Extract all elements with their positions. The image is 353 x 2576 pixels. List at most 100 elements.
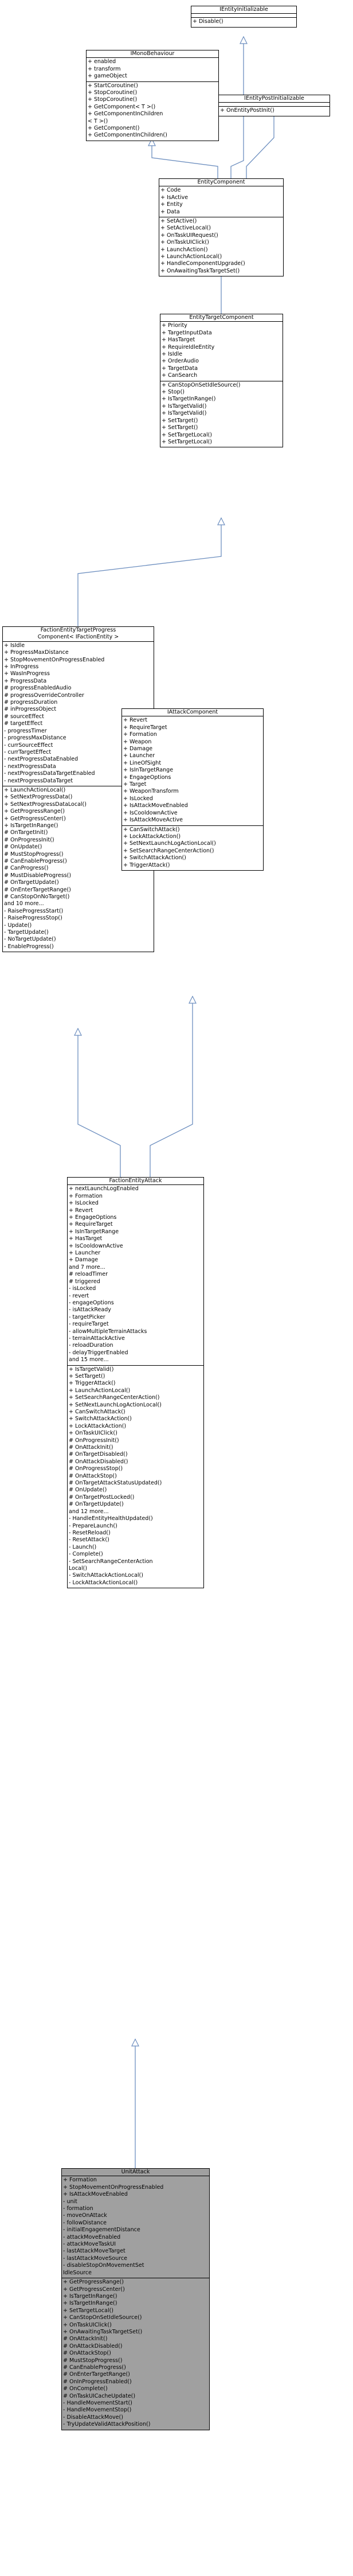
operation-startcoroutine: + StartCoroutine() [88,82,138,89]
attribute-wasinprogress: + WasInProgress [4,671,50,677]
operation-canswitchattack: + CanSwitchAttack() [123,826,180,833]
attribute-engageoptions: - engageOptions [69,1299,114,1306]
operation-settargetlocal: + SetTargetLocal() [162,438,213,445]
attribute-formation: + Formation [123,731,157,738]
attribute-requiretarget: - requireTarget [69,1321,109,1328]
operation-onawaitingtasktargetset: + OnAwaitingTaskTargetSet() [63,2328,143,2335]
attribute-entity: + Entity [160,201,183,208]
attribute-revert: - revert [69,1292,89,1299]
attribute-moveonattack: - moveOnAttack [63,2212,107,2219]
operation-triggerattack: + TriggerAttack() [69,1380,116,1387]
operation-launchactionlocal: + LaunchActionLocal() [69,1387,131,1394]
attribute-lastattackmovetarget: - lastAttackMoveTarget [63,2248,125,2255]
operation-canstoponnotarget: # CanStopOnNoTarget() [4,894,70,901]
attribute-and-7-more: and 7 more... [69,1264,105,1271]
attribute-islocked: + IsLocked [69,1200,99,1207]
attribute-initialengagementdistance: - initialEngagementDistance [63,2227,140,2234]
operation-switchattackactionlocal: - SwitchAttackActionLocal() [69,1572,143,1579]
operations-section: + IsTargetValid()+ SetTarget()+ TriggerA… [68,1365,203,1588]
attribute-formation: - formation [63,2205,93,2212]
operation-getprogresscenter: + GetProgressCenter() [63,2286,125,2293]
class-iattackcomponent[interactable]: IAttackComponent+ Revert+ RequireTarget+… [121,708,264,871]
operation-ontargetdisabled: # OnTargetDisabled() [69,1451,128,1458]
class-entitycomponent[interactable]: EntityComponent+ Code+ IsActive+ Entity+… [159,178,284,277]
operation-targetupdate: - TargetUpdate() [4,929,49,936]
attribute-nextprogressdatatargetenabled: - nextProgressDataTargetEnabled [4,770,95,777]
attribute-islocked: - isLocked [69,1285,96,1292]
operation-ontaskuiclick: + OnTaskUIClick() [160,239,209,246]
operation-triggerattack: + TriggerAttack() [123,862,170,868]
attribute-weapon: + Weapon [123,738,152,745]
attribute-islocked: + IsLocked [123,795,153,802]
operations-section: + StartCoroutine()+ StopCoroutine()+ Sto… [87,81,218,141]
operation-canstoponsetidlesource: + CanStopOnSetIdleSource() [63,2314,142,2321]
attribute-engageoptions: + EngageOptions [69,1214,117,1221]
class-factionentityattack[interactable]: FactionEntityAttack+ nextLaunchLogEnable… [67,1177,204,1589]
operation-ontaskuiclick: + OnTaskUIClick() [63,2321,112,2328]
operation-launchaction: + LaunchAction() [160,246,208,253]
class-ientitypostinitializable[interactable]: IEntityPostInitializable + OnEntityPostIn… [218,95,330,116]
class-imonobehaviour[interactable]: IMonoBehaviour+ enabled+ transform+ game… [86,50,219,141]
attribute-and-15-more: and 15 more... [69,1357,109,1363]
class-entitytargetcomponent[interactable]: EntityTargetComponent+ Priority+ TargetI… [160,314,283,448]
operation-raiseprogressstop: - RaiseProgressStop() [4,915,62,922]
operation-complete: - Complete() [69,1551,103,1558]
attribute-reloadduration: - reloadDuration [69,1342,113,1349]
operation-getprogressrange: + GetProgressRange() [63,2279,124,2286]
class-unitattack[interactable]: UnitAttack+ Formation+ StopMovementOnPro… [61,2168,210,2430]
attribute-progressdata: + ProgressData [4,677,47,684]
edge-progresscomponent-to-entitytargetcomponent [77,518,221,626]
attribute-revert: + Revert [123,717,148,724]
attributes-section: + Formation+ StopMovementOnProgressEnabl… [62,2176,209,2278]
operation-onprogressstop: # OnProgressStop() [69,1466,123,1472]
operation-getcomponent-t: + GetComponent< T >() [88,103,156,110]
attribute-transform: + transform [88,65,121,72]
operation-istargetinrange: + IsTargetInRange() [4,822,58,829]
class-name: IEntityPostInitializable [244,95,304,102]
operation-canstoponsetidlesource: + CanStopOnSetIdleSource() [162,381,241,388]
operation-settarget: + SetTarget() [162,424,198,431]
attribute-inprogress: + InProgress [4,664,39,671]
operation-handlemovementstart: - HandleMovementStart() [63,2400,132,2406]
operation-and-12-more: and 12 more... [69,1508,109,1515]
attribute-orderaudio: + OrderAudio [162,358,199,365]
attribute-isactive: + IsActive [160,194,189,201]
attribute-terrainattackactive: - terrainAttackActive [69,1335,125,1342]
operations-section: + GetProgressRange()+ GetProgressCenter(… [62,2278,209,2430]
operation-oninprogressenabled: # OnInProgressEnabled() [63,2378,132,2385]
operation-handleentityhealthupdated: - HandleEntityHealthUpdated() [69,1515,153,1522]
operation-and-10-more: and 10 more... [4,901,44,907]
edge-entitycomponent-to-ientitypostinitializable [246,105,274,178]
attribute-stopmovementonprogressenabled: + StopMovementOnProgressEnabled [4,656,105,663]
operation-onattackdisabled: # OnAttackDisabled() [69,1458,128,1465]
attribute-weapontransform: + WeaponTransform [123,788,179,795]
operation-stopcoroutine: + StopCoroutine() [88,89,138,96]
class-name: FactionEntityAttack [109,1178,162,1184]
operation-muststopprogress: # MustStopProgress() [63,2357,123,2364]
attribute-lastattackmovesource: - lastAttackMoveSource [63,2255,128,2262]
attribute-enabled: + enabled [88,59,116,65]
operation-lockattackactionlocal: - LockAttackActionLocal() [69,1579,138,1586]
operation-enableprogress: - EnableProgress() [4,943,54,950]
attribute-nextprogressdata: - nextProgressData [4,763,56,770]
class-ientityinitializable[interactable]: IEntityInitializable+ Disable() [191,6,297,28]
operation-raiseprogressstart: - RaiseProgressStart() [4,907,64,914]
operation-onupdate: # OnUpdate() [4,844,42,851]
operations-section: + OnEntityPostInit() [219,106,330,115]
attributes-section: + nextLaunchLogEnabled+ Formation+ IsLoc… [68,1184,203,1365]
attribute-revert: + Revert [69,1207,93,1214]
operation-onupdate: # OnUpdate() [69,1487,107,1494]
operation-setnextprogressdata: + SetNextProgressData() [4,794,73,801]
edge-factionentityattack-to-iattackcomponent [150,996,193,1177]
attribute-isattackmoveenabled: + IsAttackMoveEnabled [123,802,188,809]
attribute-requiretarget: + RequireTarget [123,724,167,731]
operation-disableattackmove: - DisableAttackMove() [63,2414,123,2421]
attribute-launcher: + Launcher [123,753,155,759]
attribute-followdistance: - followDistance [63,2219,107,2226]
attribute-stopmovementonprogressenabled: + StopMovementOnProgressEnabled [63,2184,164,2191]
